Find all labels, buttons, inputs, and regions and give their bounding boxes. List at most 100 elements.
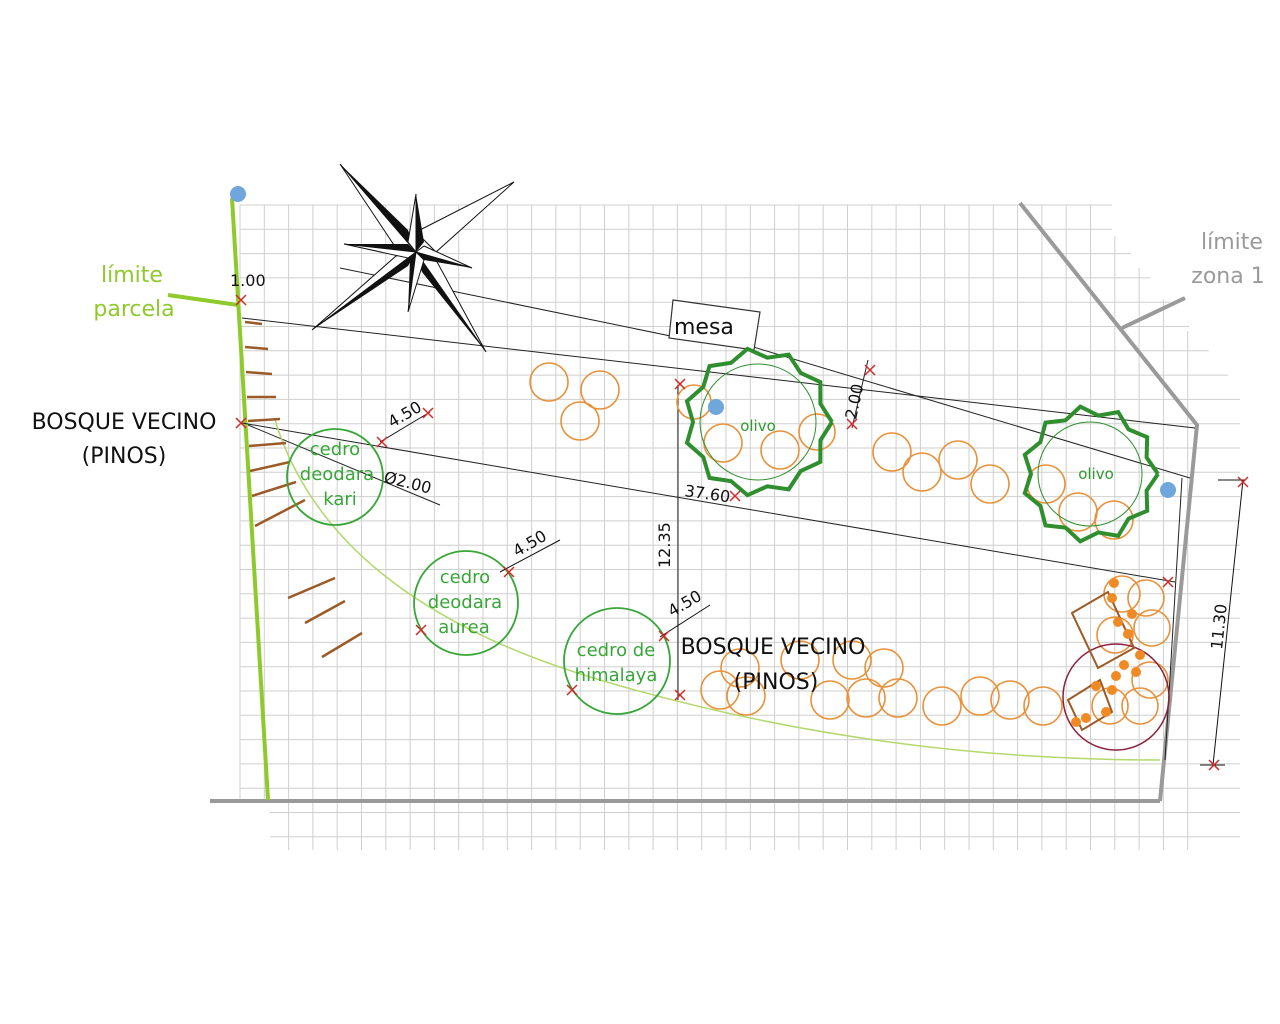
cedro-himalaya-circle xyxy=(563,607,671,715)
shrub-circle xyxy=(1121,687,1159,725)
bosque-center-line2: (PINOS) xyxy=(734,670,819,695)
olive-trees xyxy=(684,346,1160,544)
shrub-circle xyxy=(798,413,836,451)
dim-4-50-b: 4.50 xyxy=(510,526,550,560)
shrub-circle xyxy=(902,452,942,492)
dim-4-50-a: 4.50 xyxy=(385,397,425,431)
shrub-circle xyxy=(878,678,918,718)
side-labels: límite parcela límite zona 1 BOSQUE VECI… xyxy=(32,230,1265,695)
shrub-circle xyxy=(832,640,872,680)
zona-boundary xyxy=(1018,201,1200,802)
garden-path-curve xyxy=(274,419,1161,761)
orange-dot xyxy=(1113,617,1123,627)
zona-leader xyxy=(1121,296,1186,330)
parcel-boundary xyxy=(230,197,270,801)
olivo-label-1: olivo xyxy=(740,417,776,435)
shrub-circle xyxy=(938,440,978,480)
orange-dot xyxy=(1107,593,1117,603)
bosque-center-line1: BOSQUE VECINO xyxy=(681,635,866,660)
cedro-himalaya-line2: himalaya xyxy=(575,665,658,686)
mesa: mesa xyxy=(668,299,761,351)
shrub-circle xyxy=(780,640,820,680)
shrub-circle xyxy=(970,464,1010,504)
shrub-circle xyxy=(560,401,600,441)
shrub-circle xyxy=(1096,616,1134,654)
orange-dot xyxy=(1109,578,1119,588)
olive-tree-1 xyxy=(684,346,834,498)
mesa-label: mesa xyxy=(674,315,734,340)
olive-canopy xyxy=(684,346,834,498)
shrub-circle xyxy=(990,680,1030,720)
orange-dot xyxy=(1111,671,1121,681)
shrub-circle xyxy=(960,676,1000,716)
blue-markers xyxy=(230,186,1176,498)
cedro-himalaya-line1: cedro de xyxy=(577,640,656,661)
tick-mark xyxy=(729,490,741,502)
cedro-aurea-line2: deodara xyxy=(428,592,502,613)
tick-mark xyxy=(846,418,858,430)
cedro-aurea-line1: cedro xyxy=(440,567,490,588)
construction-lines xyxy=(241,267,1196,761)
tick-mark xyxy=(376,436,388,448)
shrub-circle xyxy=(1131,661,1169,699)
orange-dot xyxy=(1131,667,1141,677)
shrub-circle xyxy=(864,648,904,688)
shrub-circle xyxy=(810,680,850,720)
tick-mark xyxy=(235,294,247,306)
dim-1-00: 1.00 xyxy=(230,271,266,290)
shrub-circle xyxy=(1058,492,1098,532)
shrub-circle xyxy=(580,370,620,410)
shrub-circle xyxy=(1094,500,1134,540)
olivo-label-2: olivo xyxy=(1078,465,1114,483)
cedro-kari-line2: deodara xyxy=(300,464,374,485)
marker-point xyxy=(1160,482,1176,498)
orange-dot xyxy=(1107,685,1117,695)
cedro-kari-line3: kari xyxy=(323,489,357,510)
orange-dot xyxy=(1081,713,1091,723)
limite-parcela-line1: límite xyxy=(101,263,163,288)
shrub-circle xyxy=(676,384,712,420)
tick-mark xyxy=(1237,476,1249,488)
olive-inner xyxy=(1037,421,1143,527)
dim-11-30: 11.30 xyxy=(1207,603,1231,651)
shrub-circle xyxy=(846,678,886,718)
tick-mark xyxy=(415,624,427,636)
orange-dots xyxy=(1071,578,1145,727)
shrub-group xyxy=(529,362,1171,726)
shrub-circle xyxy=(1127,579,1165,617)
cedro-aurea-line3: aurea xyxy=(438,617,490,638)
slope-hatching xyxy=(244,320,363,659)
marker-point xyxy=(708,399,724,415)
compass-rose-icon xyxy=(311,163,515,353)
orange-dot xyxy=(1123,629,1133,639)
tree-labels: olivo olivo cedro deodara kari cedro deo… xyxy=(300,417,1114,686)
tick-mark xyxy=(235,417,247,429)
orange-dot xyxy=(1119,660,1129,670)
shrub-circle xyxy=(703,423,743,463)
tick-mark xyxy=(1162,576,1174,588)
shrub-circle xyxy=(872,432,912,472)
bosque-left-line2: (PINOS) xyxy=(82,444,167,469)
orange-dot xyxy=(1091,681,1101,691)
shrub-circle xyxy=(1023,686,1063,726)
tick-mark xyxy=(674,378,686,390)
dimension-ticks xyxy=(235,294,1249,771)
dim-4-50-c: 4.50 xyxy=(665,586,705,620)
tick-mark xyxy=(658,630,670,642)
orange-dot xyxy=(1135,650,1145,660)
olive-inner xyxy=(699,363,817,481)
shrub-circle xyxy=(1133,609,1171,647)
cedro-aurea-circle xyxy=(413,550,519,656)
cedar-trees xyxy=(286,428,671,715)
cedro-kari-circle xyxy=(286,428,384,526)
parcel-leader xyxy=(167,293,239,307)
tick-mark xyxy=(864,364,876,376)
tick-mark xyxy=(566,684,578,696)
tick-mark xyxy=(422,407,434,419)
orange-dot xyxy=(1127,609,1137,619)
bosque-left-line1: BOSQUE VECINO xyxy=(32,410,217,435)
tick-mark xyxy=(674,689,686,701)
olive-canopy xyxy=(1022,404,1160,544)
olive-tree-2 xyxy=(1022,404,1160,544)
